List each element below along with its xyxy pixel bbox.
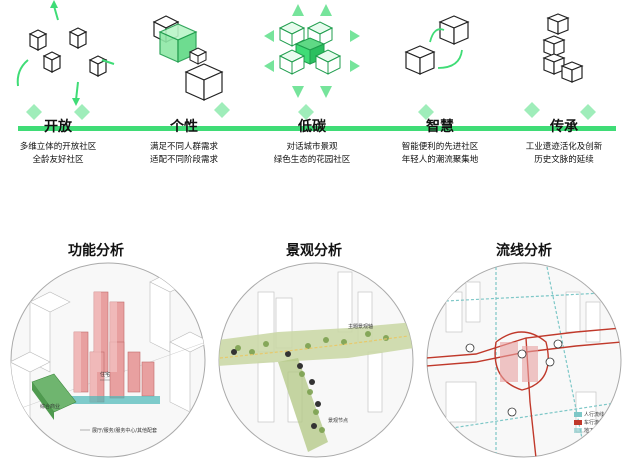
- function-analysis-title: 功能分析: [68, 243, 124, 259]
- landscape-analysis-diagram: 主题景观轴 景观节点: [218, 262, 414, 458]
- landscape-node-label: 景观节点: [328, 417, 348, 424]
- landscape-analysis-title: 景观分析: [286, 243, 342, 259]
- cube-low-carbon-icon: [264, 4, 360, 120]
- concept-desc: 多维立体的开放社区 全龄友好社区: [0, 141, 118, 167]
- circulation-analysis-diagram: 人行流线 车行流线 地下车库入口: [426, 262, 622, 458]
- concept-desc-line: 全龄友好社区: [32, 155, 84, 165]
- concept-personality: 个性 满足不同人群需求 适配不同阶段需求: [124, 0, 244, 200]
- concept-low-carbon: 低碳 对话城市景观 绿色生态的花园社区: [252, 0, 372, 200]
- concept-timeline-line: [18, 126, 616, 131]
- cube-smart-icon: [404, 15, 470, 120]
- concept-desc: 满足不同人群需求 适配不同阶段需求: [124, 141, 244, 167]
- concept-title: 开放: [44, 119, 72, 135]
- concept-title: 低碳: [298, 119, 326, 135]
- circulation-analysis-title: 流线分析: [496, 243, 552, 259]
- landscape-axis-label: 主题景观轴: [348, 323, 373, 330]
- concept-desc-line: 工业遗迹活化及创新: [525, 142, 603, 152]
- concept-desc-line: 满足不同人群需求: [149, 142, 218, 152]
- concept-desc-line: 绿色生态的花园社区: [273, 155, 351, 165]
- concept-title: 传承: [550, 119, 578, 135]
- cube-personality-icon: [152, 15, 230, 118]
- concept-heritage: 传承 工业遗迹活化及创新 历史文脉的延续: [504, 0, 624, 200]
- concept-desc-line: 历史文脉的延续: [534, 155, 594, 165]
- service-label: 展厅/服务/服务中心/其他配套: [92, 427, 157, 434]
- concept-desc-line: 年轻人的潮流聚集地: [401, 155, 479, 165]
- concept-desc-line: 适配不同阶段需求: [149, 155, 218, 165]
- concept-smart: 智慧 智能便利的先进社区 年轻人的潮流聚集地: [380, 0, 500, 200]
- commercial-label: 综合商业: [40, 403, 60, 410]
- concept-title: 个性: [170, 119, 198, 135]
- concept-desc: 对话城市景观 绿色生态的花园社区: [252, 141, 372, 167]
- concept-desc: 智能便利的先进社区 年轻人的潮流聚集地: [380, 141, 500, 167]
- pedestrian-flow-label: 人行流线: [584, 411, 604, 418]
- concept-title: 智慧: [426, 119, 454, 135]
- concept-desc-line: 对话城市景观: [286, 142, 338, 152]
- concept-desc: 工业遗迹活化及创新 历史文脉的延续: [504, 141, 624, 167]
- concept-desc-line: 多维立体的开放社区: [19, 142, 97, 152]
- cube-open-icon: [16, 0, 115, 120]
- concept-open: 开放 多维立体的开放社区 全龄友好社区: [0, 0, 118, 200]
- concept-desc-line: 智能便利的先进社区: [401, 142, 479, 152]
- residential-label: 住宅: [100, 371, 110, 378]
- vehicle-flow-label: 车行流线: [584, 419, 604, 426]
- cube-heritage-icon: [524, 13, 596, 120]
- function-analysis-diagram: 住宅 综合商业 展厅/服务/服务中心/其他配套: [10, 262, 206, 458]
